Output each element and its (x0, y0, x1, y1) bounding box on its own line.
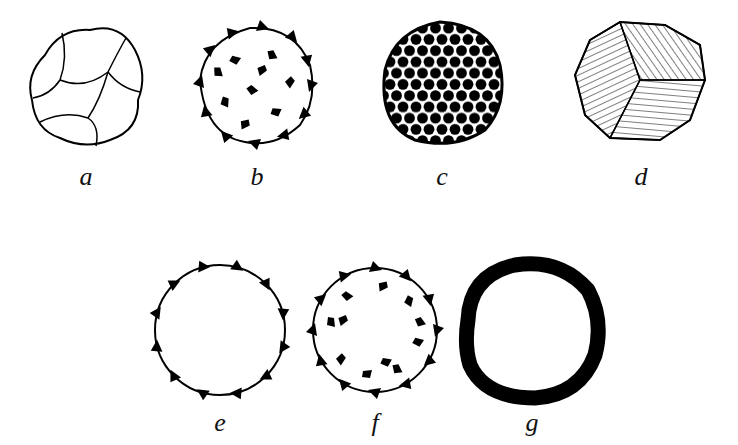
border-particle (369, 261, 382, 272)
border-particle (433, 324, 444, 337)
interior-particle (341, 290, 354, 303)
border-particle (230, 259, 245, 273)
panel-letter: f (371, 410, 378, 436)
interior-particle (380, 357, 392, 367)
grain-outline (313, 268, 437, 392)
border-particle (216, 129, 233, 145)
border-particle (277, 340, 291, 355)
interior-particle (412, 337, 424, 348)
cell-boundary (88, 72, 108, 118)
border-particle (149, 304, 163, 319)
border-particle (194, 387, 209, 401)
interior-particle (377, 281, 389, 292)
grain-facet (620, 22, 705, 80)
border-particle (335, 266, 352, 282)
border-particle (285, 28, 302, 44)
border-particle (368, 388, 381, 399)
interior-particle (327, 317, 335, 327)
interior-particle (284, 76, 297, 89)
border-particle (307, 79, 318, 92)
grain-outline (200, 28, 312, 143)
border-particle (165, 274, 182, 291)
border-particle (193, 75, 204, 88)
rimmed-grain (148, 258, 291, 401)
cell-boundary (40, 115, 97, 146)
border-particle (229, 388, 244, 402)
interior-particle (337, 314, 350, 326)
panel-letter: c (436, 164, 448, 190)
border-particle (312, 289, 328, 306)
grain-outline (30, 28, 142, 144)
cell-boundary (33, 33, 65, 98)
interior-particle (404, 295, 415, 307)
grain-outline (155, 265, 285, 395)
border-particle (248, 139, 261, 150)
interior-particle (270, 107, 281, 117)
interior-particle (414, 316, 426, 329)
interior-particle (335, 353, 348, 366)
dotted-grain (384, 22, 502, 143)
rimmed-particle-grain (306, 261, 444, 399)
interior-particle (362, 370, 372, 378)
interior-particle (246, 84, 259, 97)
border-particle (148, 339, 162, 354)
border-particle (195, 258, 210, 272)
border-particle (334, 377, 351, 393)
border-particle (306, 323, 317, 336)
hatched-grain (575, 22, 705, 140)
border-particle (278, 305, 292, 320)
border-particle (423, 290, 439, 307)
grain-facet (610, 80, 705, 140)
interior-particle (392, 363, 403, 375)
solid-shell (466, 264, 598, 398)
border-particle (422, 354, 438, 371)
cell-boundary (108, 72, 140, 92)
panel-letter: e (214, 410, 226, 436)
border-particle (258, 369, 275, 386)
interior-particle (213, 66, 223, 77)
border-particle (398, 378, 415, 394)
border-particle (301, 51, 317, 68)
border-particle (311, 353, 327, 370)
border-particle (276, 129, 293, 145)
particle-grain (193, 20, 318, 150)
cracked-grain (30, 28, 142, 146)
cell-boundary (60, 38, 126, 84)
interior-particle (239, 119, 251, 130)
interior-particle (256, 64, 269, 76)
interior-particle (229, 55, 241, 66)
border-particle (297, 107, 313, 124)
panel-letter: g (526, 410, 539, 436)
border-particle (201, 40, 217, 57)
grain-outline (575, 22, 705, 140)
border-particle (164, 368, 181, 385)
panel-letter: a (80, 164, 93, 190)
border-particle (256, 20, 269, 31)
panel-letter: b (251, 164, 264, 190)
border-particle (399, 267, 416, 283)
border-particle (223, 23, 240, 39)
interior-particle (267, 49, 278, 61)
interior-particle (220, 96, 230, 107)
border-particle (259, 275, 276, 292)
panel-letter: d (635, 164, 648, 190)
border-particle (196, 104, 212, 121)
